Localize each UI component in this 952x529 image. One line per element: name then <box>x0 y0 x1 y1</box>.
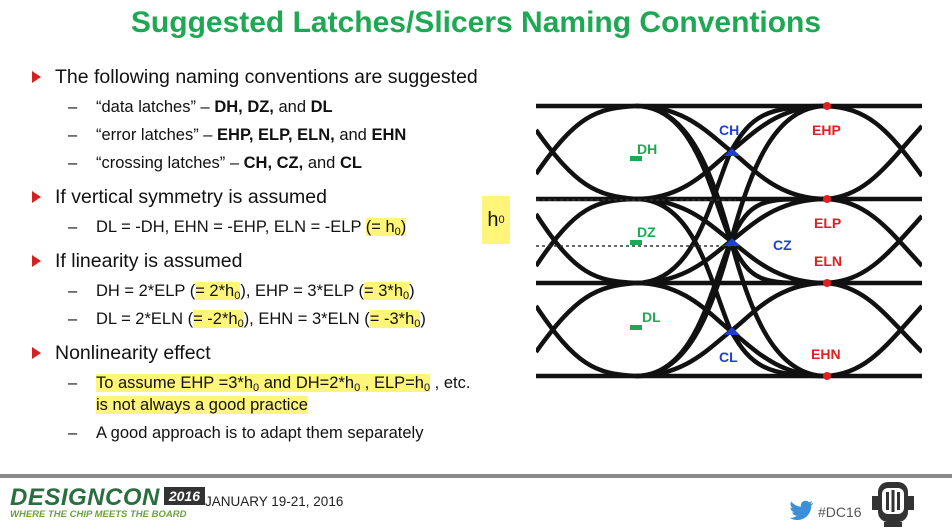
bullet-text: The following naming conventions are sug… <box>55 65 478 88</box>
twitter-bird-icon <box>790 500 813 520</box>
sub-bullet-good-approach: – A good approach is to adapt them separ… <box>68 424 424 442</box>
red-arrow-icon <box>32 191 41 203</box>
bullet-linearity: If linearity is assumed <box>30 248 550 274</box>
label-dz: DZ <box>637 224 656 240</box>
bullet-nonlinearity: Nonlinearity effect <box>30 340 550 366</box>
label-cz: CZ <box>773 237 792 253</box>
label-ehn: EHN <box>811 346 841 362</box>
sub-bullet-crossing-latches: – “crossing latches” – CH, CZ, and CL <box>68 154 362 172</box>
label-elp: ELP <box>814 215 842 231</box>
slide-title: Suggested Latches/Slicers Naming Convent… <box>130 6 822 39</box>
sub-bullet-error-latches: – “error latches” – EHP, ELP, ELN, and E… <box>68 126 407 144</box>
bullet-list: The following naming conventions are sug… <box>30 62 550 444</box>
bullet-naming: The following naming conventions are sug… <box>30 64 550 90</box>
sub-bullet-data-latches: – “data latches” – DH, DZ, and DL <box>68 98 333 116</box>
bullet-vertical-symmetry: If vertical symmetry is assumed <box>30 184 550 210</box>
sub-bullet-nonlinearity: – To assume EHP =3*h0 and DH=2*h0 , ELP=… <box>68 374 471 414</box>
label-dl: DL <box>642 309 661 325</box>
label-dh: DH <box>637 141 658 157</box>
footer-divider <box>0 474 952 478</box>
label-eln: ELN <box>814 253 842 269</box>
red-arrow-icon <box>32 71 41 83</box>
eye-diagram <box>536 102 922 380</box>
label-cl: CL <box>719 349 738 365</box>
sub-bullet-linearity-1: – DH = 2*ELP (= 2*h0), EHP = 3*ELP (= 3*… <box>68 282 415 302</box>
event-date: JANUARY 19-21, 2016 <box>205 494 344 509</box>
label-ehp: EHP <box>812 122 841 138</box>
hashtag: #DC16 <box>818 504 862 520</box>
sub-bullet-linearity-2: – DL = 2*ELN (= -2*h0), EHN = 3*ELN (= -… <box>68 310 426 330</box>
label-ch: CH <box>719 122 740 138</box>
red-arrow-icon <box>32 347 41 359</box>
robot-mascot-icon <box>872 482 914 527</box>
sub-bullet-symmetry-eq: – DL = -DH, EHN = -EHP, ELN = -ELP (= h0… <box>68 218 407 238</box>
red-arrow-icon <box>32 255 41 267</box>
